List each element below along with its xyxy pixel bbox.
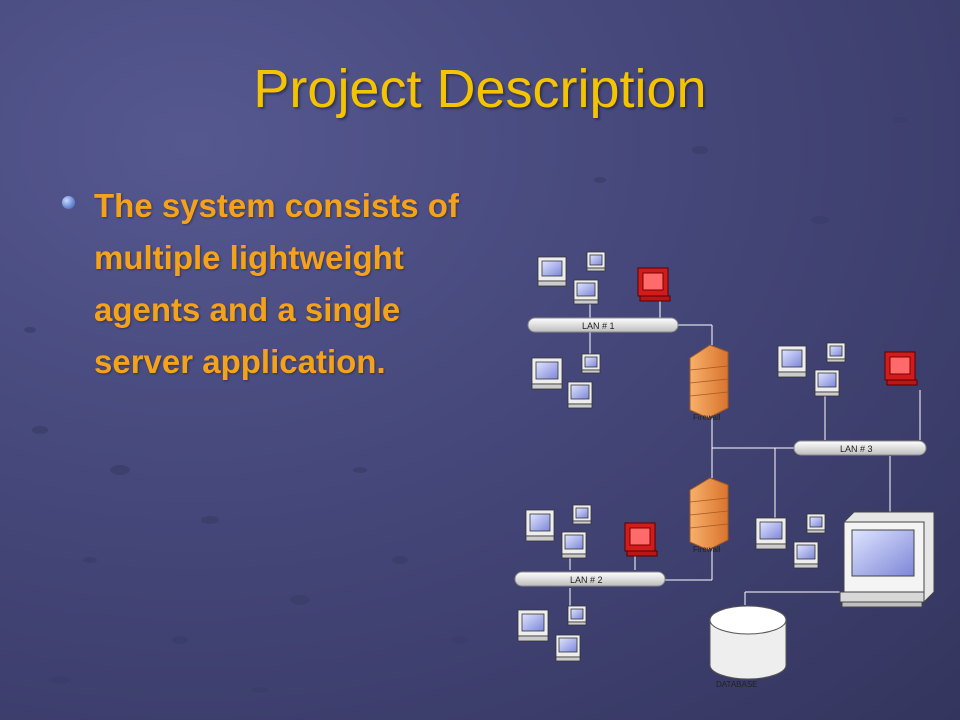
- agent-3-icon: [624, 522, 658, 557]
- lan-2-segment: LAN # 2: [514, 571, 666, 587]
- agent-1-icon: [637, 267, 671, 302]
- network-diagram: LAN # 1 LAN # 2 LAN # 3 Firewall Firewal…: [514, 251, 935, 689]
- firewall-1-label: Firewall: [693, 413, 721, 422]
- lan-2-label: LAN # 2: [570, 575, 603, 585]
- bullet-text: The system consists of multiple lightwei…: [94, 187, 459, 380]
- firewall-2-label: Firewall: [693, 545, 721, 554]
- bullet-dot-icon: [62, 196, 75, 209]
- database-icon: DATABASE: [709, 605, 787, 689]
- connection-lines: [569, 280, 921, 610]
- lan-1-segment: LAN # 1: [527, 317, 679, 333]
- lan-3-segment: LAN # 3: [793, 440, 927, 456]
- firewall-2-icon: Firewall: [689, 477, 729, 554]
- workstation-icons: [517, 251, 846, 662]
- database-label: DATABASE: [716, 680, 758, 689]
- slide-title: Project Description: [253, 59, 707, 119]
- firewall-1-icon: Firewall: [689, 344, 729, 422]
- agent-2-icon: [884, 351, 918, 386]
- lan-1-label: LAN # 1: [582, 321, 615, 331]
- lan-3-label: LAN # 3: [840, 444, 873, 454]
- server-icon: [839, 511, 935, 608]
